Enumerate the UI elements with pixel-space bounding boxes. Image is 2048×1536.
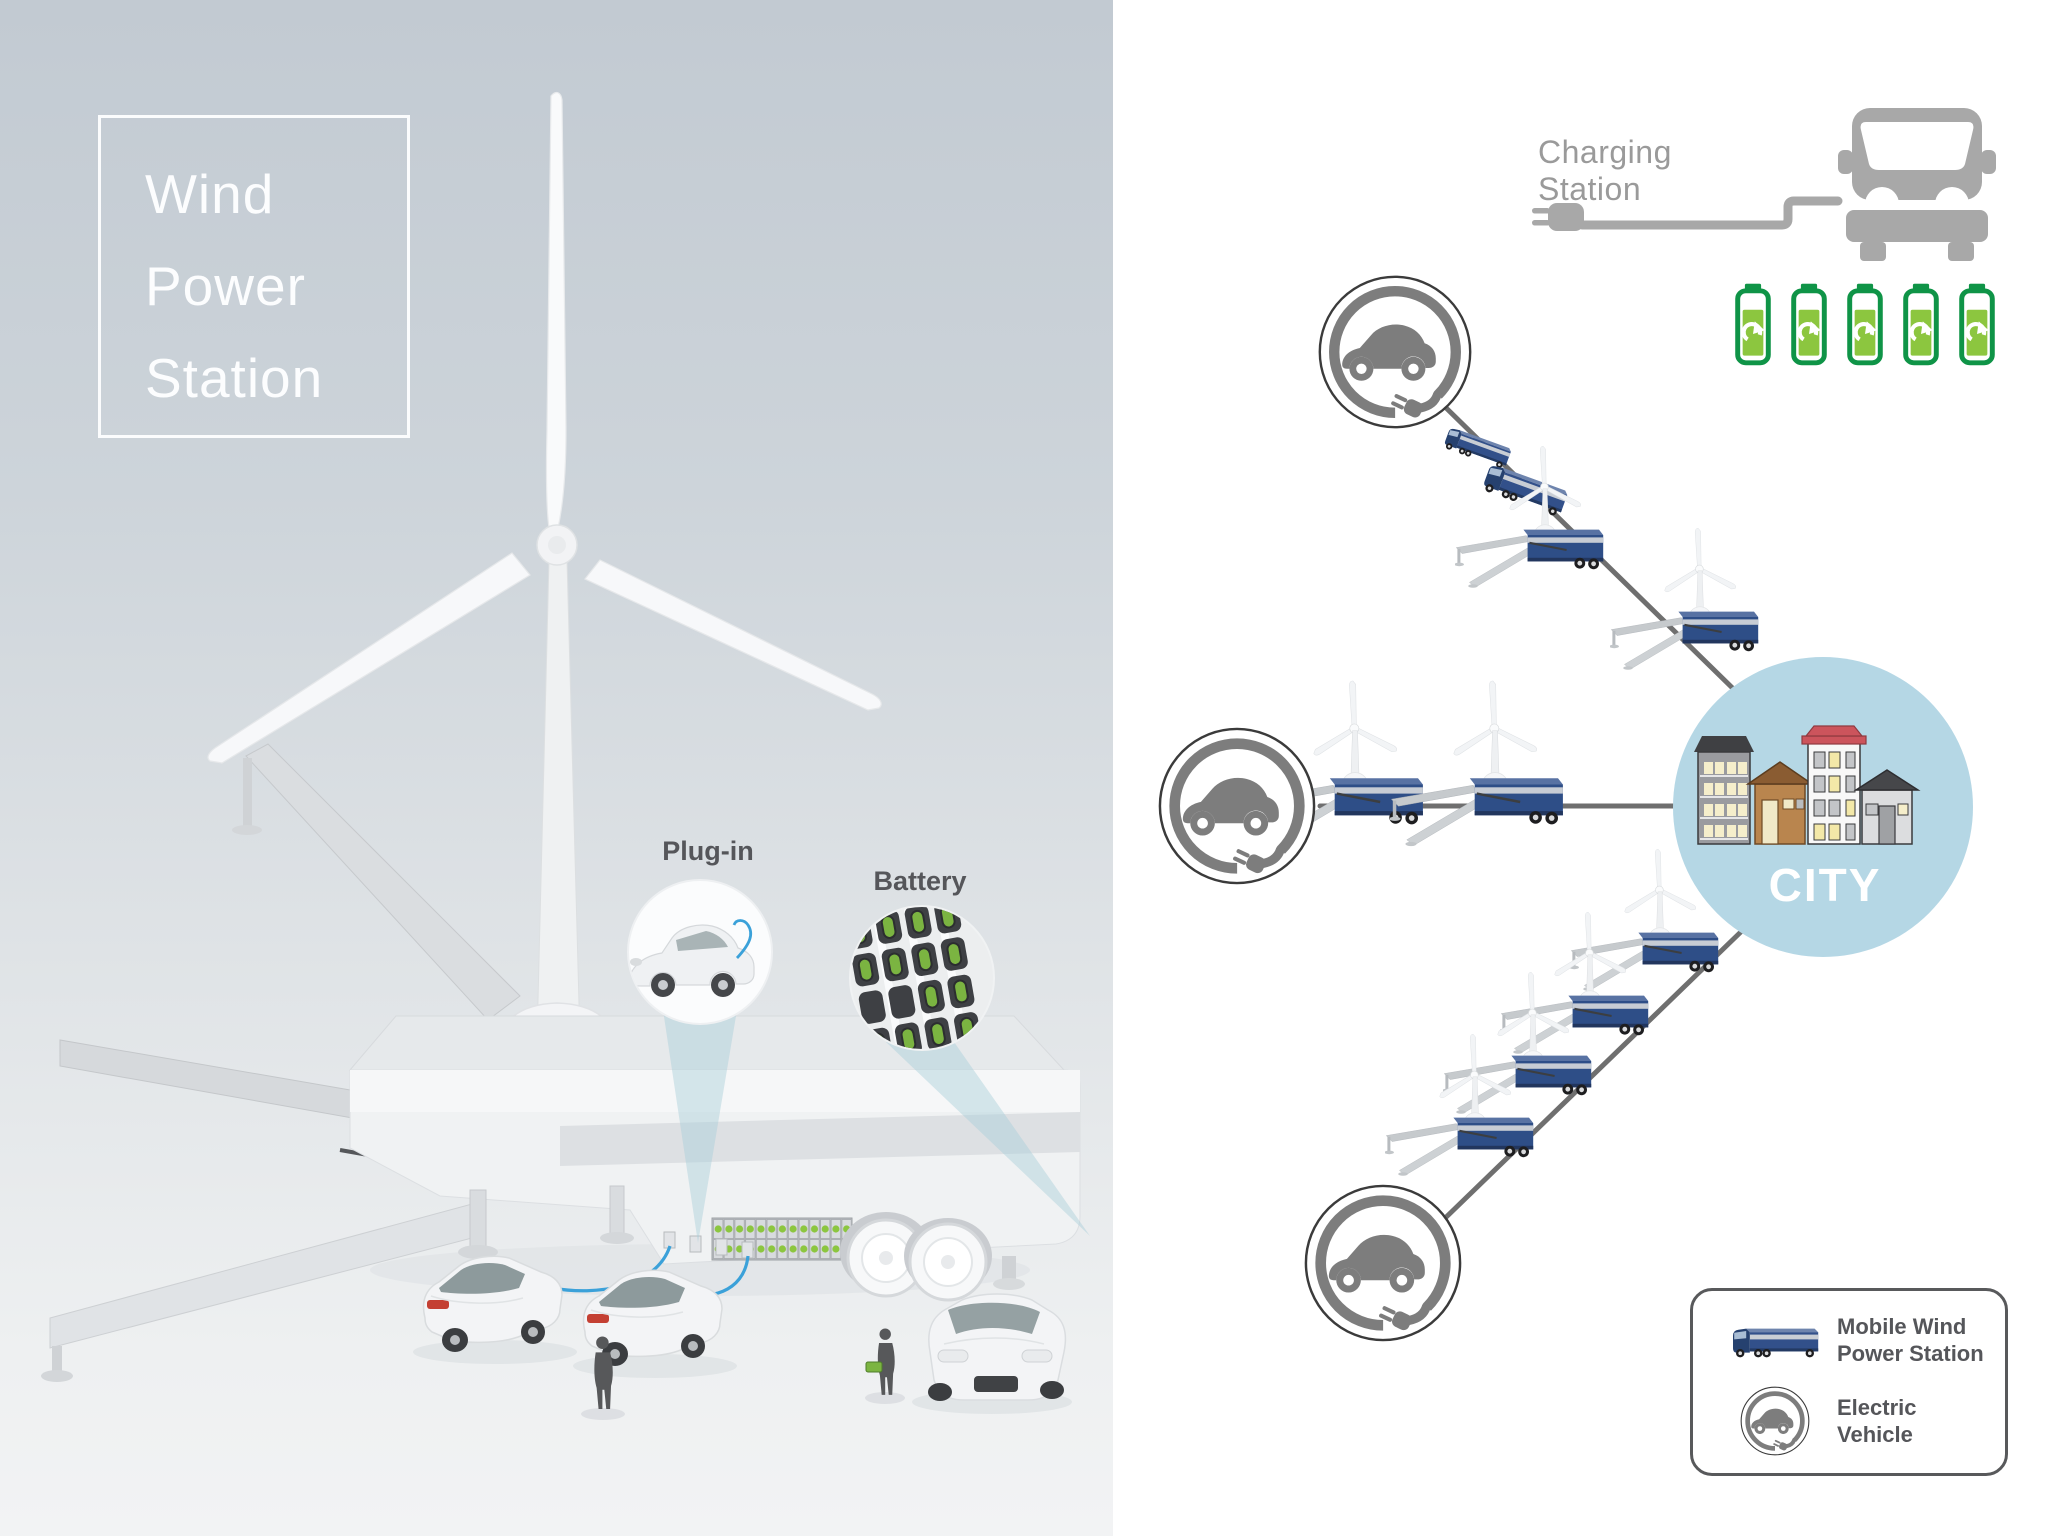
road-line	[1435, 922, 1751, 1228]
battery-beam	[886, 1042, 1090, 1236]
city-circle	[1673, 657, 1973, 957]
station-trailer	[348, 1015, 1081, 1302]
charging-station-label: Charging Station	[1538, 134, 1672, 207]
car-front-icon	[1838, 108, 1996, 261]
ev-car-front-view	[928, 1293, 1067, 1401]
trailer-wheels	[840, 1212, 1025, 1302]
charging-station-graphic	[1532, 108, 1996, 261]
green-battery-icon	[1847, 283, 1883, 367]
legend-label: Mobile Wind Power Station	[1827, 1313, 1984, 1367]
legend-item-electric-vehicle: Electric Vehicle	[1723, 1385, 1987, 1457]
truck-icon	[1723, 1321, 1827, 1359]
building-apartment	[1694, 736, 1754, 845]
legend-item-mobile-wind-power-station: Mobile Wind Power Station	[1723, 1313, 1987, 1367]
city-buildings	[1694, 725, 1921, 845]
plug-in-beam	[663, 1010, 737, 1243]
electric-vehicle-icon	[1723, 1385, 1827, 1457]
distribution-network-diagram	[1160, 108, 1996, 1340]
city-label: CITY	[1768, 859, 1882, 911]
battery-row	[1735, 283, 1995, 367]
electric-vehicle-circle-icon	[1160, 729, 1314, 883]
electric-vehicle-circle-icon	[1306, 1186, 1460, 1340]
plug-in-callout-circle	[627, 879, 773, 1025]
battery-indicator-panel	[711, 1217, 853, 1261]
deployed-wind-station	[1385, 1033, 1535, 1177]
outrigger-arms	[41, 743, 521, 1382]
legend-label-line: Electric	[1837, 1395, 1917, 1420]
wind-turbine	[207, 91, 882, 1063]
green-battery-icon	[1791, 283, 1827, 367]
title-line-3: Station	[145, 347, 324, 409]
plug-in-label: Plug-in	[662, 836, 754, 866]
deployed-wind-station	[1610, 527, 1760, 671]
legend-label-line: Mobile Wind	[1837, 1314, 1967, 1339]
legend-label-line: Power Station	[1837, 1341, 1984, 1366]
building-gray-house	[1853, 769, 1921, 845]
deployed-wind-station	[1455, 445, 1605, 589]
electric-vehicle-circle-icon	[1320, 277, 1470, 427]
title-box: Wind Power Station	[98, 115, 410, 438]
power-plug-cord-icon	[1532, 196, 1843, 231]
wind-power-station-render	[41, 91, 1090, 1420]
building-brown-house	[1745, 761, 1815, 845]
deployed-wind-station	[1443, 971, 1593, 1115]
green-bag	[865, 1361, 883, 1373]
building-tower	[1801, 725, 1867, 845]
green-battery-icon	[1903, 283, 1939, 367]
legend-label: Electric Vehicle	[1827, 1394, 1917, 1448]
legend-box: Mobile Wind Power Station Electric Vehic…	[1690, 1288, 2008, 1476]
title-line-2: Power	[145, 255, 306, 317]
green-battery-icon	[1735, 283, 1771, 367]
transit-truck	[1442, 426, 1512, 470]
legend-label-line: Vehicle	[1837, 1422, 1913, 1447]
green-battery-icon	[1959, 283, 1995, 367]
battery-label: Battery	[873, 866, 967, 896]
deployed-wind-station	[1500, 911, 1650, 1055]
title-line-1: Wind	[145, 163, 275, 225]
